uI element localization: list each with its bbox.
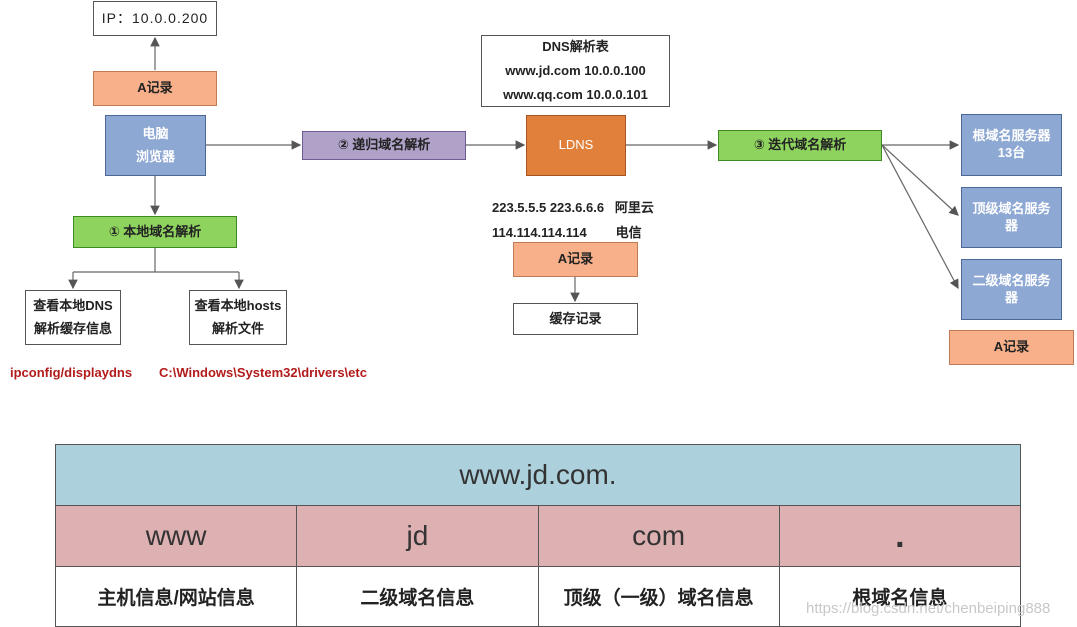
domain-desc-root: 根域名信息: [778, 566, 1022, 627]
domain-desc-row: 主机信息/网站信息 二级域名信息 顶级（一级）域名信息 根域名信息: [54, 566, 1022, 627]
tld-servers-label: 顶级域名服务器: [972, 200, 1051, 233]
ldns-label: LDNS: [558, 137, 594, 153]
root-servers-box: 根域名服务器 13台: [961, 114, 1062, 176]
arrow-to-tld-servers: [881, 144, 959, 216]
domain-breakdown-table: www.jd.com. www jd com . 主机信息/网站信息 二级域名信…: [54, 444, 1022, 627]
domain-part-com: com: [537, 505, 780, 567]
dns-table-row-jd: www.jd.com 10.0.0.100: [505, 62, 646, 78]
dns-ali-text: 223.5.5.5 223.6.6.6 阿里云: [492, 200, 654, 215]
a-record-top-label: A记录: [137, 80, 173, 96]
domain-full-row: www.jd.com.: [55, 444, 1021, 506]
a-record-mid-label: A记录: [557, 251, 594, 267]
step2-recursive-resolve-box: ② 递归域名解析: [302, 131, 466, 160]
browser-label: 浏览器: [135, 148, 175, 164]
a-record-right-box: A记录: [949, 330, 1074, 365]
dns-table-title: DNS解析表: [542, 38, 609, 54]
step2-label: ② 递归域名解析: [337, 137, 431, 153]
dns-table-box: DNS解析表 www.jd.com 10.0.0.100 www.qq.com …: [481, 35, 670, 107]
arrow-to-second-level-servers: [881, 144, 959, 290]
a-record-right-label: A记录: [993, 339, 1030, 355]
step1-local-resolve-box: ① 本地域名解析: [73, 216, 237, 248]
local-dns-cache-line1: 查看本地DNS: [33, 298, 113, 314]
local-dns-cache-box: 查看本地DNS 解析缓存信息: [25, 290, 121, 345]
local-hosts-line2: 解析文件: [211, 320, 264, 336]
connector-lines: [68, 36, 960, 303]
ip-label: IP：10.0.0.200: [101, 9, 209, 26]
domain-desc-second-level: 二级域名信息: [296, 566, 539, 627]
computer-label: 电脑: [142, 126, 169, 142]
computer-browser-box: 电脑 浏览器: [105, 115, 206, 176]
domain-desc-host: 主机信息/网站信息: [54, 566, 298, 627]
dns-table-row-qq: www.qq.com 10.0.0.101: [503, 87, 648, 103]
watermark: https://blog.csdn.net/chenbeiping888: [806, 600, 1051, 617]
root-servers-line2: 13台: [997, 145, 1026, 160]
domain-part-root: .: [778, 505, 1022, 567]
domain-part-www: www: [54, 505, 298, 567]
step3-label: ③ 迭代域名解析: [753, 137, 847, 153]
ldns-box: LDNS: [526, 115, 626, 176]
step1-label: ① 本地域名解析: [108, 223, 202, 239]
hosts-path-text: C:\Windows\System32\drivers\etc: [159, 365, 367, 380]
ip-box: IP：10.0.0.200: [93, 1, 217, 36]
tld-servers-box: 顶级域名服务器: [961, 187, 1062, 248]
dns-telecom-text: 114.114.114.114 电信: [492, 225, 642, 240]
domain-parts-row: www jd com .: [54, 505, 1022, 567]
local-dns-cache-line2: 解析缓存信息: [33, 320, 112, 336]
second-level-servers-box: 二级域名服务器: [961, 259, 1062, 320]
local-hosts-line1: 查看本地hosts: [194, 298, 282, 314]
second-level-servers-label: 二级域名服务器: [972, 272, 1051, 305]
cache-record-box: 缓存记录: [513, 303, 638, 335]
cmd-ipconfig-text: ipconfig/displaydns: [10, 365, 133, 380]
root-servers-line1: 根域名服务器: [972, 128, 1051, 144]
domain-full-cell: www.jd.com.: [55, 444, 1021, 506]
domain-part-jd: jd: [296, 505, 539, 567]
a-record-mid-box: A记录: [513, 242, 638, 277]
a-record-top-box: A记录: [93, 71, 217, 106]
local-hosts-box: 查看本地hosts 解析文件: [189, 290, 287, 345]
domain-desc-top-level: 顶级（一级）域名信息: [537, 566, 780, 627]
step3-iterative-resolve-box: ③ 迭代域名解析: [718, 130, 882, 161]
cache-record-label: 缓存记录: [549, 310, 602, 326]
